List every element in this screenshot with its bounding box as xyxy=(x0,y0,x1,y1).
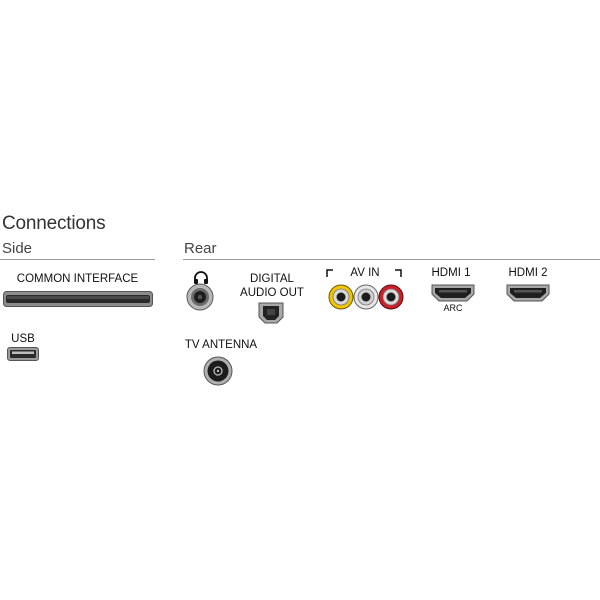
tv-antenna-port xyxy=(203,356,233,386)
page-title: Connections xyxy=(2,213,106,234)
usb-label: USB xyxy=(11,333,35,345)
usb-port xyxy=(7,347,39,361)
av-in-jack-white xyxy=(353,284,379,310)
side-divider xyxy=(0,259,155,260)
hdmi1-arc-label: ARC xyxy=(443,303,463,313)
av-in-jacks xyxy=(328,284,404,310)
av-in-bracket-left xyxy=(326,269,334,277)
av-in-bracket-right xyxy=(394,269,402,277)
digital-audio-out-label-line2: AUDIO OUT xyxy=(240,287,304,299)
hdmi1-port xyxy=(431,284,475,302)
rear-section-label: Rear xyxy=(184,240,217,257)
av-in-jack-red xyxy=(378,284,404,310)
headphones-icon xyxy=(193,270,209,285)
common-interface-label: COMMON INTERFACE xyxy=(16,273,139,285)
hdmi2-label: HDMI 2 xyxy=(508,267,548,279)
av-in-jack-yellow xyxy=(328,284,354,310)
hdmi2-port xyxy=(506,284,550,302)
digital-audio-out-label-line1: DIGITAL xyxy=(250,273,294,285)
tv-antenna-label: TV ANTENNA xyxy=(184,339,258,351)
headphone-jack xyxy=(186,283,214,311)
hdmi1-label: HDMI 1 xyxy=(431,267,471,279)
av-in-label: AV IN xyxy=(350,267,380,279)
common-interface-slot xyxy=(3,291,153,307)
rear-divider xyxy=(183,259,600,260)
side-section-label: Side xyxy=(2,240,33,257)
optical-audio-port xyxy=(258,302,284,324)
